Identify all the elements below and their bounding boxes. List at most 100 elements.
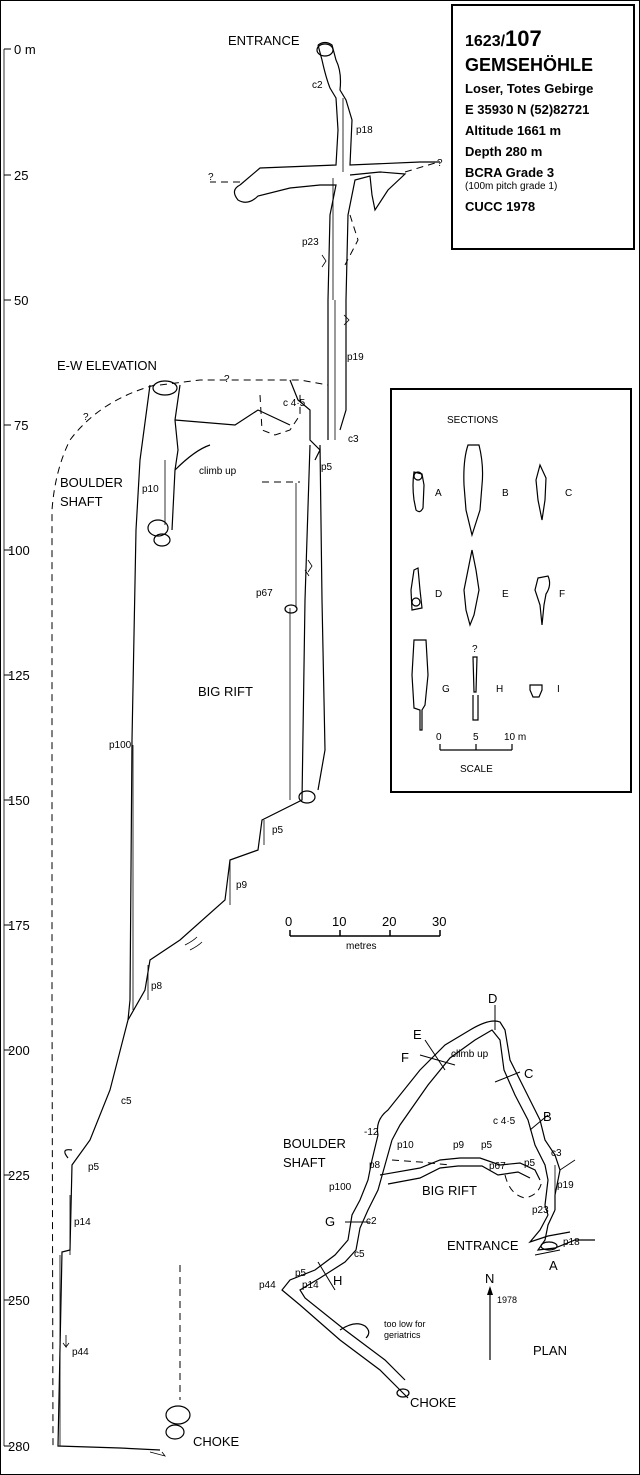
section-mark-b: B [543, 1109, 552, 1124]
sections-heading: SECTIONS [447, 415, 498, 426]
plan-boulder-shaft-label: BOULDER [283, 1136, 346, 1151]
sections-drawing: SECTIONS A B C D E F G ? H I [410, 415, 572, 775]
pitch-label: p10 [142, 484, 159, 495]
plan-choke [396, 1388, 410, 1398]
too-low-label: too low for [384, 1319, 426, 1329]
section-label: F [559, 589, 565, 600]
boulder-choke-base [147, 519, 169, 537]
depth-tick-label: 225 [8, 1168, 30, 1183]
big-rift-label: BIG RIFT [198, 684, 253, 699]
sections-scale-tick: 5 [473, 732, 479, 743]
plan-climb-up-label: climb up [451, 1049, 489, 1060]
sections-scale-tick: 10 m [504, 732, 526, 743]
pitch-label: p44 [72, 1347, 89, 1358]
sections-panel: SECTIONS A B C D E F G ? H I [390, 388, 632, 793]
plan-boulder-shaft-label: SHAFT [283, 1155, 326, 1170]
section-mark-f: F [401, 1050, 409, 1065]
section-a-shape [412, 471, 425, 513]
scale-bar: 0 10 20 30 metres [285, 914, 446, 952]
boulder-choke-top [152, 380, 178, 396]
plan-pitch-label: p67 [489, 1161, 506, 1172]
depth-tick-label: 150 [8, 793, 30, 808]
section-label: A [435, 488, 442, 499]
pitch-label: p100 [109, 740, 132, 751]
choke-label: CHOKE [193, 1434, 240, 1449]
depth-axis: 0 m 25 50 75 100 125 150 175 200 225 250… [3, 42, 36, 1454]
unknown-marker: ? [437, 158, 443, 169]
pitch-label: p8 [151, 981, 163, 992]
pitch-label: c 4·5 [283, 398, 306, 409]
choke-boulders [165, 1405, 191, 1425]
survey-credit: CUCC 1978 [465, 199, 536, 214]
boulder-shaft-label: SHAFT [60, 494, 103, 509]
section-label: I [557, 684, 560, 695]
elevation-heading: E-W ELEVATION [57, 358, 157, 373]
section-e-shape [463, 549, 480, 627]
plan-pitch-label: p8 [369, 1160, 381, 1171]
sections-scale-label: SCALE [460, 764, 493, 775]
section-mark-e: E [413, 1027, 422, 1042]
pitch-label: p5 [88, 1162, 100, 1173]
pitch-label: c2 [312, 80, 323, 91]
plan-pitch-label: p9 [453, 1140, 465, 1151]
pitch-label: p14 [74, 1217, 91, 1228]
location: Loser, Totes Gebirge [465, 81, 594, 96]
boulder-shaft-walls [127, 384, 151, 1021]
depth-tick-label: 280 [8, 1439, 30, 1454]
section-b-shape [463, 444, 484, 538]
section-mark-a: A [549, 1258, 558, 1273]
plan-pitch-label: p23 [532, 1205, 549, 1216]
section-f-shape [534, 575, 551, 626]
depth-tick-label: 250 [8, 1293, 30, 1308]
depth-tick-label: 100 [8, 543, 30, 558]
depth: Depth 280 m [465, 144, 543, 159]
entrance-boulder [316, 43, 334, 57]
section-g-shape [411, 639, 429, 731]
plan-pitch-label: p100 [329, 1182, 352, 1193]
plan-pitch-label: p44 [259, 1280, 276, 1291]
section-mark-d: D [488, 991, 497, 1006]
grade-note: (100m pitch grade 1) [465, 181, 558, 192]
scale-unit-label: metres [346, 941, 377, 952]
section-label: C [565, 488, 572, 499]
section-mark-g: G [325, 1214, 335, 1229]
section-label: E [502, 589, 509, 600]
depth-tick-label: 175 [8, 918, 30, 933]
survey-number-prefix: 1623/ [465, 33, 506, 50]
plan-pitch-label: p14 [302, 1280, 319, 1291]
north-year-label: 1978 [497, 1295, 517, 1305]
pitch-label: p18 [356, 125, 373, 136]
elevation-survey: ENTRANCE E-W ELEVATION BOULDER SHAFT BIG… [51, 33, 443, 1457]
depth-tick-label: 125 [8, 668, 30, 683]
depth-tick-label: 25 [14, 168, 28, 183]
section-h-question: ? [472, 644, 478, 655]
plan-pitch-label: p19 [557, 1180, 574, 1191]
plan-pitch-label: c3 [551, 1148, 562, 1159]
plan-main-loop-outer [376, 1020, 561, 1210]
plan-pitch-label: p10 [397, 1140, 414, 1151]
plan-pitch-label: p5 [524, 1158, 536, 1169]
section-d-shape [410, 567, 423, 611]
cave-name: GEMSEHÖHLE [465, 55, 594, 75]
plan-pitch-label: p5 [481, 1140, 493, 1151]
section-mark-h: H [333, 1273, 342, 1288]
elevation-entrance-passage [317, 41, 440, 166]
depth-tick-label: 200 [8, 1043, 30, 1058]
title-block: 1623/107 GEMSEHÖHLE Loser, Totes Gebirge… [451, 4, 635, 250]
scale-tick-label: 30 [432, 914, 446, 929]
big-rift-walls [57, 444, 311, 1451]
plan-title: PLAN [533, 1343, 567, 1358]
pitch-label: p5 [272, 825, 284, 836]
pitch-label: p23 [302, 237, 319, 248]
sections-scale-tick: 0 [436, 732, 442, 743]
pitch-label: p5 [321, 462, 333, 473]
bcra-grade: BCRA Grade 3 [465, 165, 555, 180]
depth-tick-label: 75 [14, 418, 28, 433]
plan-pitch-label: p18 [563, 1237, 580, 1248]
plan-pitch-label: p5 [295, 1268, 307, 1279]
plan-depth-label: -12 [364, 1127, 379, 1138]
plan-pitch-label: c5 [354, 1249, 365, 1260]
depth-tick-label: 0 m [14, 42, 36, 57]
pitch-label: p67 [256, 588, 273, 599]
